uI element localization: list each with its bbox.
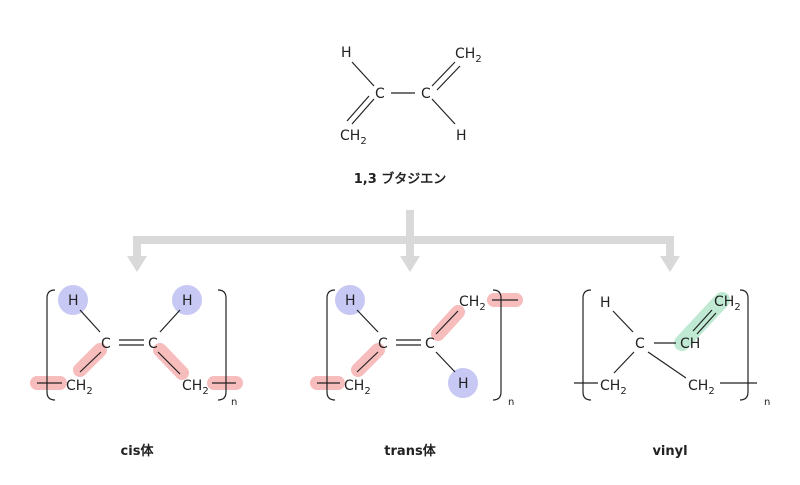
atom-c: C (425, 336, 435, 352)
atom-c: C (421, 86, 431, 102)
repeat-n: n (231, 397, 237, 408)
atom-h: H (345, 293, 356, 309)
hydrogen-highlight (335, 285, 365, 315)
butadiene-molecule: H C C CH2 CH2 H 1,3 ブタジエン (340, 45, 482, 187)
atom-c: C (635, 336, 645, 352)
repeat-n: n (508, 397, 514, 408)
atom-h: H (456, 128, 467, 144)
atom-ch2: CH2 (688, 378, 715, 397)
atom-c: C (378, 336, 388, 352)
atom-ch2: CH2 (182, 378, 209, 397)
cis-label: cis体 (121, 443, 155, 459)
atom-h: H (182, 293, 193, 309)
trans-structure: H H C C CH2 CH2 n trans体 (310, 285, 523, 459)
atom-ch: CH (680, 336, 700, 352)
repeat-n: n (764, 397, 770, 408)
atom-ch2: CH2 (66, 378, 93, 397)
atom-h: H (68, 293, 79, 309)
atom-ch2: CH2 (340, 128, 367, 147)
hydrogen-highlight (58, 285, 88, 315)
atom-h: H (458, 376, 469, 392)
hydrogen-highlight (448, 368, 478, 398)
atom-h: H (600, 295, 611, 311)
cis-structure: H H C C CH2 CH2 n cis体 (30, 285, 243, 459)
atom-ch2: CH2 (600, 378, 627, 397)
atom-ch2: CH2 (714, 294, 741, 313)
atom-c: C (101, 336, 111, 352)
atom-c: C (148, 336, 158, 352)
atom-c: C (375, 86, 385, 102)
vinyl-structure: H C CH CH2 CH2 CH2 n vinyl (574, 289, 770, 459)
butadiene-label: 1,3 ブタジエン (354, 171, 447, 187)
atom-h: H (341, 45, 352, 61)
hydrogen-highlight (172, 285, 202, 315)
atom-ch2: CH2 (459, 294, 486, 313)
trans-label: trans体 (384, 443, 436, 459)
vinyl-label: vinyl (652, 444, 687, 459)
atom-ch2: CH2 (455, 46, 482, 65)
atom-ch2: CH2 (344, 378, 371, 397)
branch-arrows (127, 210, 680, 272)
